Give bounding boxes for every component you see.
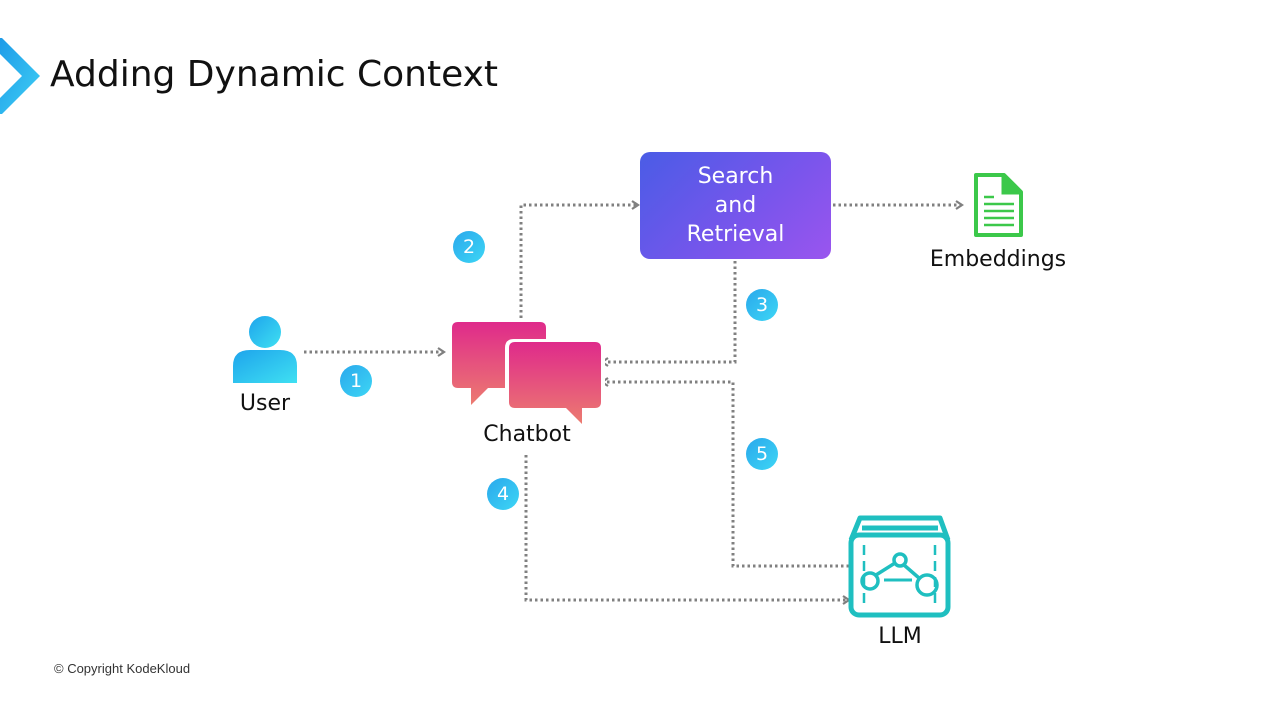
step-badge-5: 5	[746, 438, 778, 470]
user-label: User	[239, 391, 291, 416]
user-icon	[233, 316, 297, 383]
llm-label: LLM	[878, 624, 922, 649]
arrow-chatbot-to-search	[519, 200, 640, 318]
search-retrieval-label: Search and Retrieval	[686, 164, 785, 247]
document-icon	[974, 173, 1023, 237]
step-badge-4: 4	[487, 478, 519, 510]
step-badge-2: 2	[453, 231, 485, 263]
page-title: Adding Dynamic Context	[50, 54, 499, 95]
chat-bubbles-icon	[452, 322, 605, 426]
step-badge-1: 1	[340, 365, 372, 397]
embeddings-label: Embeddings	[929, 247, 1067, 272]
step-badge-3: 3	[746, 289, 778, 321]
llm-box-icon	[848, 515, 951, 618]
chevron-logo-icon	[0, 38, 40, 114]
arrow-llm-to-chatbot	[600, 377, 849, 568]
search-retrieval-node: Search and Retrieval	[640, 152, 831, 259]
arrow-chatbot-to-llm	[524, 455, 851, 605]
chatbot-label: Chatbot	[483, 422, 571, 447]
arrow-search-to-chatbot	[600, 261, 737, 367]
copyright-text: © Copyright KodeKloud	[54, 661, 191, 676]
